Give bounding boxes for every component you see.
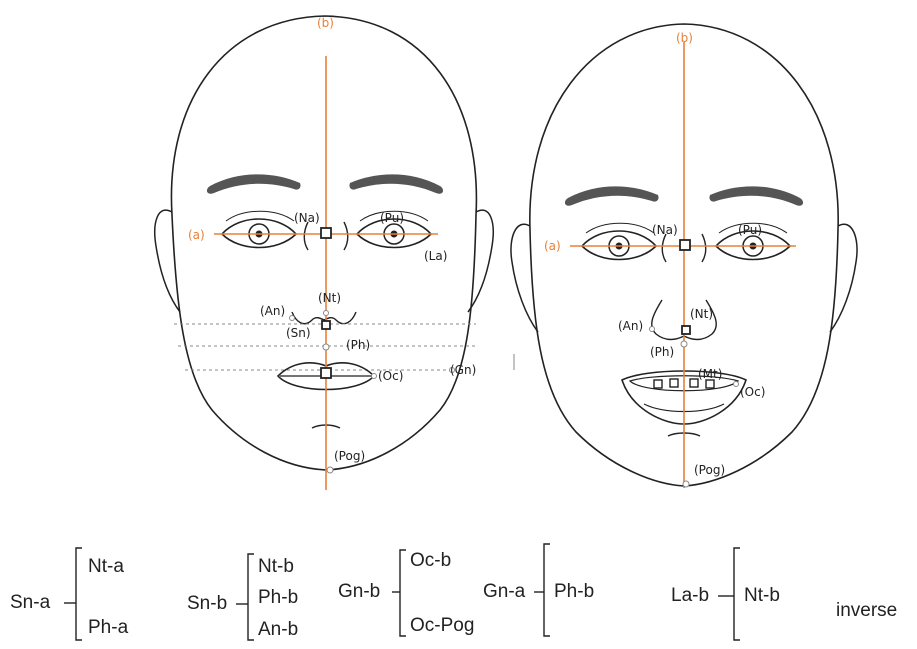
left-face-sn-marker xyxy=(322,321,330,329)
relation-item-oc-b: Oc-b xyxy=(410,550,451,572)
right-face-ear-left xyxy=(511,224,538,332)
left-face-ear-left xyxy=(155,210,180,312)
left-face-nose-bridge-left xyxy=(304,222,308,250)
left-face-label-nt: (Nt) xyxy=(318,291,341,305)
right-face-ear-right xyxy=(830,224,857,332)
right-face-na-marker xyxy=(680,240,690,250)
left-face-label-sn: (Sn) xyxy=(286,326,311,340)
left-face-axis-b-label: (b) xyxy=(317,16,334,30)
right-face: (b) (a) (Na) (Pu) (An) (Nt) (Ph) (Mt) (O… xyxy=(511,24,857,488)
right-face-pog-point xyxy=(683,481,689,487)
bracket-gn-a xyxy=(544,544,550,636)
left-face: (b) (a) (Na) (Pu) (La) (An) (Nt) (Sn) (P… xyxy=(155,16,493,490)
left-face-pog-point xyxy=(327,467,333,473)
relation-item-nt-b-2: Nt-b xyxy=(744,585,780,607)
relation-key-sn-b: Sn-b xyxy=(187,593,227,615)
right-face-label-mt: (Mt) xyxy=(698,367,722,381)
left-face-label-pu: (Pu) xyxy=(380,211,404,225)
left-face-nt-point xyxy=(324,311,329,316)
left-face-brow-right xyxy=(349,174,443,193)
left-face-label-gn: (Gn) xyxy=(450,363,476,377)
inverse-note: inverse xyxy=(836,600,897,622)
bracket-gn-b xyxy=(400,550,406,636)
right-face-label-nt: (Nt) xyxy=(690,307,713,321)
left-face-label-oc: (Oc) xyxy=(378,369,403,383)
right-face-label-pog: (Pog) xyxy=(694,463,725,477)
relation-item-an-b: An-b xyxy=(258,619,298,641)
right-face-ph-point xyxy=(681,341,687,347)
bracket-sn-b xyxy=(248,554,254,640)
left-face-nose-bridge-right xyxy=(344,222,348,250)
left-face-oc-point xyxy=(372,374,377,379)
relation-item-nt-b: Nt-b xyxy=(258,556,294,578)
left-face-label-na: (Na) xyxy=(294,211,320,225)
relation-key-gn-b: Gn-b xyxy=(338,581,380,603)
left-face-an-point xyxy=(290,316,295,321)
right-face-brow-right xyxy=(709,186,803,205)
bracket-la-b xyxy=(734,548,740,640)
left-face-brow-left xyxy=(207,174,301,193)
relation-item-ph-b: Ph-b xyxy=(258,587,298,609)
right-face-label-na: (Na) xyxy=(652,223,678,237)
relation-key-sn-a: Sn-a xyxy=(10,592,50,614)
right-face-label-oc: (Oc) xyxy=(740,385,765,399)
right-face-label-pu: (Pu) xyxy=(738,223,762,237)
relation-key-la-b: La-b xyxy=(671,585,709,607)
relation-item-ph-a: Ph-a xyxy=(88,617,128,639)
right-face-brow-left xyxy=(565,186,659,205)
left-face-label-pog: (Pog) xyxy=(334,449,365,463)
left-face-outline xyxy=(171,16,476,470)
right-face-nt-marker xyxy=(682,326,690,334)
left-face-label-ph: (Ph) xyxy=(346,338,370,352)
relation-item-nt-a: Nt-a xyxy=(88,556,124,578)
left-face-ph-point xyxy=(323,344,329,350)
right-face-label-an: (An) xyxy=(618,319,643,333)
right-face-nose-bridge-right xyxy=(702,234,706,262)
bracket-sn-a xyxy=(76,548,82,640)
relation-brackets xyxy=(64,544,740,640)
right-face-label-ph: (Ph) xyxy=(650,345,674,359)
relation-item-oc-pog: Oc-Pog xyxy=(410,615,474,637)
left-face-label-la: (La) xyxy=(424,249,447,263)
left-face-oc-marker xyxy=(321,368,331,378)
relation-item-ph-b-2: Ph-b xyxy=(554,581,594,603)
right-face-oc-point xyxy=(734,382,739,387)
left-face-label-an: (An) xyxy=(260,304,285,318)
right-face-axis-b-label: (b) xyxy=(676,31,693,45)
left-face-na-marker xyxy=(321,228,331,238)
right-face-nose-bridge-left xyxy=(662,234,666,262)
relation-key-gn-a: Gn-a xyxy=(483,581,525,603)
right-face-axis-a-label: (a) xyxy=(544,239,561,253)
right-face-an-point xyxy=(650,327,655,332)
left-face-axis-a-label: (a) xyxy=(188,228,205,242)
